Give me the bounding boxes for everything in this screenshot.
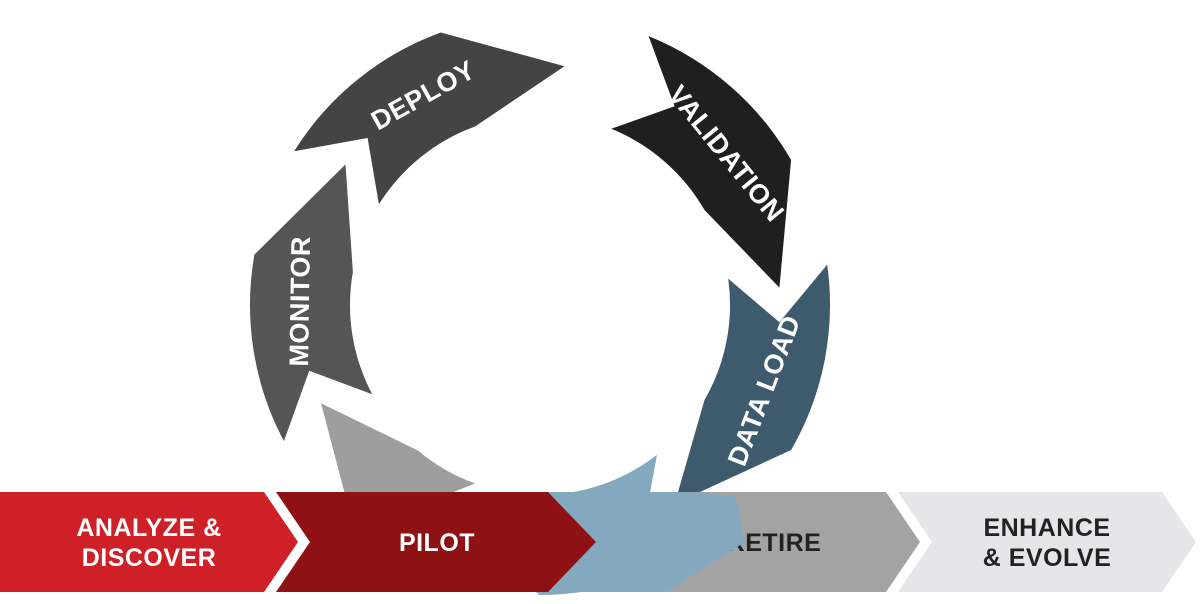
cycle-segment-monitor: MONITOR bbox=[249, 164, 373, 442]
process-step-pilot: PILOT bbox=[276, 492, 598, 592]
process-step-build bbox=[548, 492, 745, 592]
process-step-analyze: ANALYZE &DISCOVER bbox=[0, 492, 298, 592]
step-label-line: ANALYZE & bbox=[76, 514, 221, 542]
chevron-shape bbox=[0, 492, 298, 592]
step-label-pilot: PILOT bbox=[399, 529, 475, 557]
build-segment-bar-overlap bbox=[548, 492, 745, 592]
cycle-segment-data-load: DATA LOAD bbox=[674, 264, 831, 504]
chevron-shape bbox=[276, 492, 598, 592]
arrow-shape bbox=[674, 264, 831, 504]
step-label-line: & EVOLVE bbox=[983, 544, 1112, 572]
step-label-line: DISCOVER bbox=[82, 544, 217, 572]
arrow-shape bbox=[611, 36, 792, 288]
step-label-enhance: ENHANCE& EVOLVE bbox=[983, 514, 1112, 572]
cycle-segment-validation: VALIDATION bbox=[611, 36, 792, 288]
cycle-segment-deploy: DEPLOY bbox=[294, 32, 565, 205]
chevron-shape bbox=[898, 492, 1196, 592]
arrow-shape bbox=[321, 403, 475, 578]
step-label-line: ENHANCE bbox=[983, 514, 1110, 542]
step-label-analyze: ANALYZE &DISCOVER bbox=[76, 514, 221, 572]
step-label-line: PILOT bbox=[399, 529, 475, 557]
cycle-label-line: MONITOR bbox=[284, 236, 316, 367]
cycle-segment-pilot-arc bbox=[321, 403, 475, 578]
process-step-enhance: ENHANCE& EVOLVE bbox=[898, 492, 1196, 592]
arrow-shape bbox=[249, 164, 373, 442]
cycle-label-monitor: MONITOR bbox=[284, 236, 316, 367]
arrow-shape bbox=[294, 32, 565, 205]
